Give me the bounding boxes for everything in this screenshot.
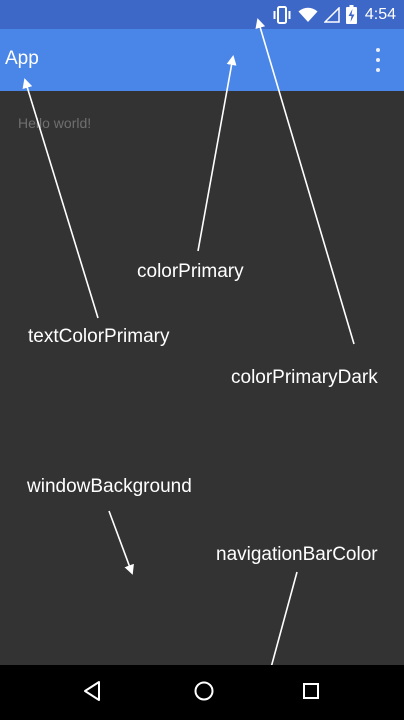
back-button[interactable] [77,677,109,709]
annotation-navigation-bar-color: navigationBarColor [216,544,378,565]
home-button[interactable] [188,677,220,709]
wifi-icon [298,7,318,23]
overflow-menu-dot [376,48,380,52]
overflow-menu-dot [376,68,380,72]
overflow-menu-dot [376,58,380,62]
battery-charging-icon [345,5,357,24]
status-bar: 4:54 [0,0,404,29]
annotation-color-primary-dark: colorPrimaryDark [231,367,378,388]
cellular-signal-icon [323,6,340,23]
recents-button[interactable] [295,677,327,709]
hello-world-text: Hello world! [18,115,92,131]
app-bar: App [0,29,404,91]
status-icons: 4:54 [272,0,396,29]
home-icon [193,680,215,707]
annotation-color-primary: colorPrimary [137,261,244,282]
navigation-bar [0,665,404,720]
vibrate-icon [272,5,292,24]
arrow-window-background [108,510,134,575]
annotation-window-background: windowBackground [27,476,192,497]
recents-icon [301,681,321,706]
annotation-text-color-primary: textColorPrimary [28,326,170,347]
app-title: App [5,48,39,69]
back-icon [83,680,103,707]
status-time: 4:54 [364,5,396,23]
overflow-menu-icon[interactable] [374,48,382,72]
